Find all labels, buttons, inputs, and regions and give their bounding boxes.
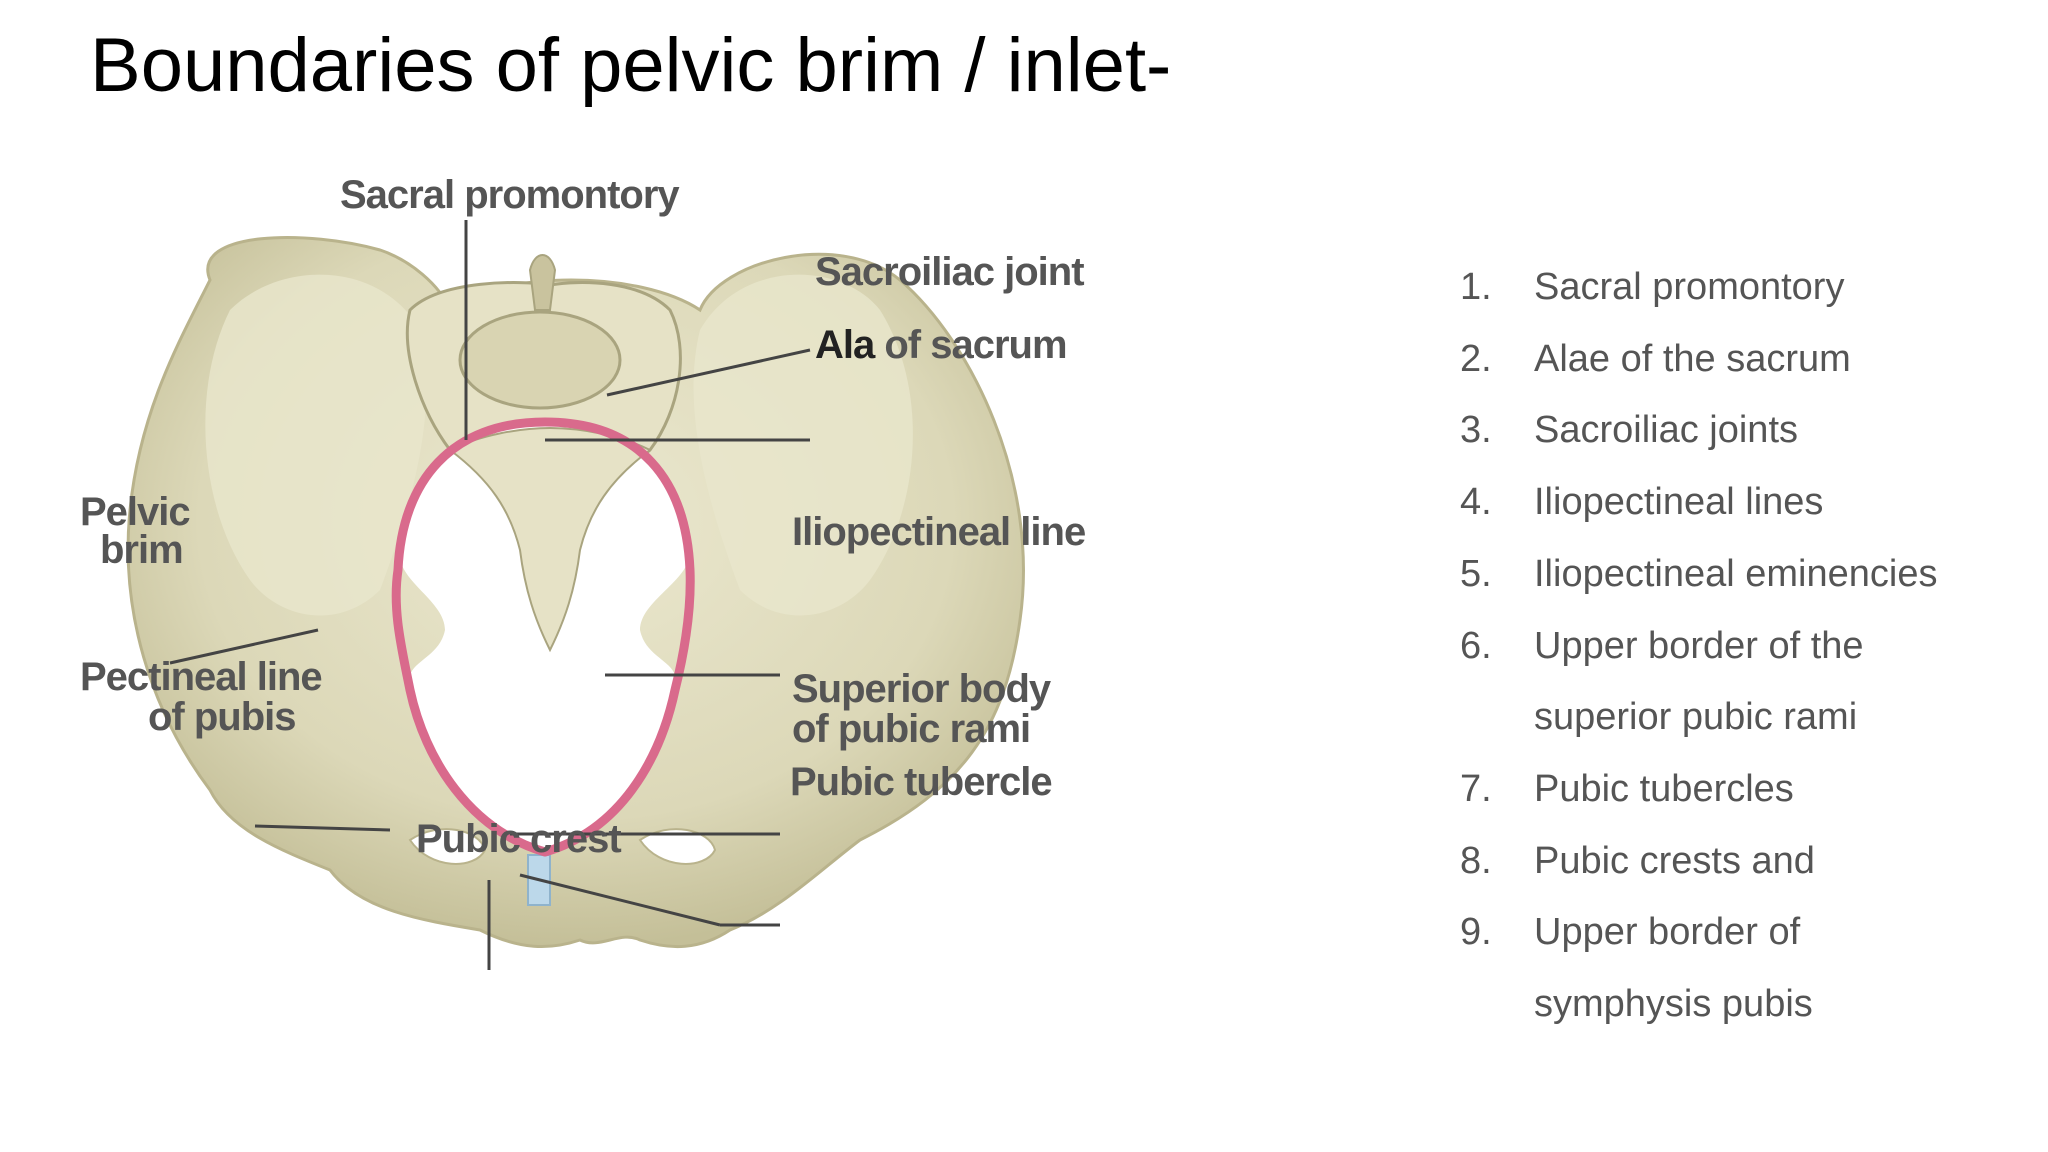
list-item: 9. Upper border of [1460, 897, 2020, 969]
list-item-number: 4. [1460, 481, 1492, 524]
list-item-text: Iliopectineal eminencies [1534, 552, 1938, 595]
label-pectineal-line-line2: of pubis [148, 695, 296, 739]
list-item: 6. Upper border of the [1460, 611, 2020, 683]
pelvic-brim-outline [391, 417, 695, 857]
label-superior-body-line1: Superior body [792, 667, 1052, 711]
list-item-number: 5. [1460, 552, 1492, 595]
list-item: 5. Iliopectineal eminencies [1460, 539, 2020, 611]
label-pubic-tubercle: Pubic tubercle [790, 760, 1052, 804]
list-item-number: 2. [1460, 337, 1492, 380]
left-obturator [408, 828, 487, 865]
label-ala-of-sacrum: Ala of sacrum [815, 323, 1067, 367]
list-item: 8. Pubic crests and [1460, 826, 2020, 898]
right-iliac-fossa [693, 274, 913, 616]
list-item-text: Sacral promontory [1534, 266, 1845, 308]
sacrum-overlap [448, 426, 652, 653]
list-item-number [1460, 682, 1534, 754]
list-item: 4. Iliopectineal lines [1460, 467, 2020, 539]
boundaries-list: 1. Sacral promontory 2. Alae of the sacrum… [1460, 252, 2020, 1041]
list-item-number: 3. [1460, 409, 1492, 452]
pelvis-diagram: Sacral promontory Sacroiliac joint Ala o… [80, 150, 1360, 1150]
label-pectineal-line-line1: Pectineal line [80, 655, 322, 699]
list-item-number: 7. [1460, 767, 1492, 810]
list-item-number [1460, 969, 1534, 1041]
list-item-number: 9. [1460, 911, 1492, 954]
label-sacral-promontory: Sacral promontory [340, 173, 680, 217]
label-ala-bold: Ala [815, 323, 876, 367]
list-item: symphysis pubis [1460, 969, 2020, 1041]
label-ala-rest: of sacrum [874, 323, 1066, 367]
list-item-text: Upper border of the [1534, 624, 1864, 667]
label-superior-body-line2: of pubic rami [792, 707, 1030, 751]
leader-lines [169, 220, 811, 970]
label-pelvic-brim-line1: Pelvic [80, 490, 190, 534]
slide-title: Boundaries of pelvic brim / inlet- [90, 23, 1172, 108]
list-item: 1. Sacral promontory [1460, 252, 2020, 324]
label-pubic-crest: Pubic crest [416, 817, 621, 861]
sacral-body [458, 310, 622, 410]
pelvis-illustration: Sacral promontory Sacroiliac joint Ala o… [80, 173, 1086, 970]
list-item: 7. Pubic tubercles [1460, 754, 2020, 826]
list-item-number: 8. [1460, 839, 1492, 882]
list-item-number: 1. [1460, 266, 1492, 308]
left-iliac-fossa [205, 274, 427, 616]
list-item-text: superior pubic rami [1534, 696, 1858, 739]
list-item-text: symphysis pubis [1534, 983, 1813, 1026]
list-item: superior pubic rami [1460, 682, 2020, 754]
sacral-crest [528, 254, 557, 311]
label-sacroiliac-joint: Sacroiliac joint [815, 250, 1084, 294]
list-item-text: Pubic tubercles [1534, 767, 1794, 810]
list-item-text: Upper border of [1534, 911, 1801, 954]
list-item: 2. Alae of the sacrum [1460, 324, 2020, 396]
list-item: 3. Sacroiliac joints [1460, 395, 2020, 467]
label-iliopectineal-line: Iliopectineal line [792, 510, 1085, 554]
list-item-text: Pubic crests and [1534, 839, 1815, 882]
list-item-text: Alae of the sacrum [1534, 337, 1851, 380]
label-pelvic-brim-line2: brim [100, 528, 183, 572]
right-obturator [638, 828, 717, 865]
list-item-text: Sacroiliac joints [1534, 409, 1798, 452]
list-item-number: 6. [1460, 624, 1492, 667]
list-item-text: Iliopectineal lines [1534, 481, 1824, 524]
